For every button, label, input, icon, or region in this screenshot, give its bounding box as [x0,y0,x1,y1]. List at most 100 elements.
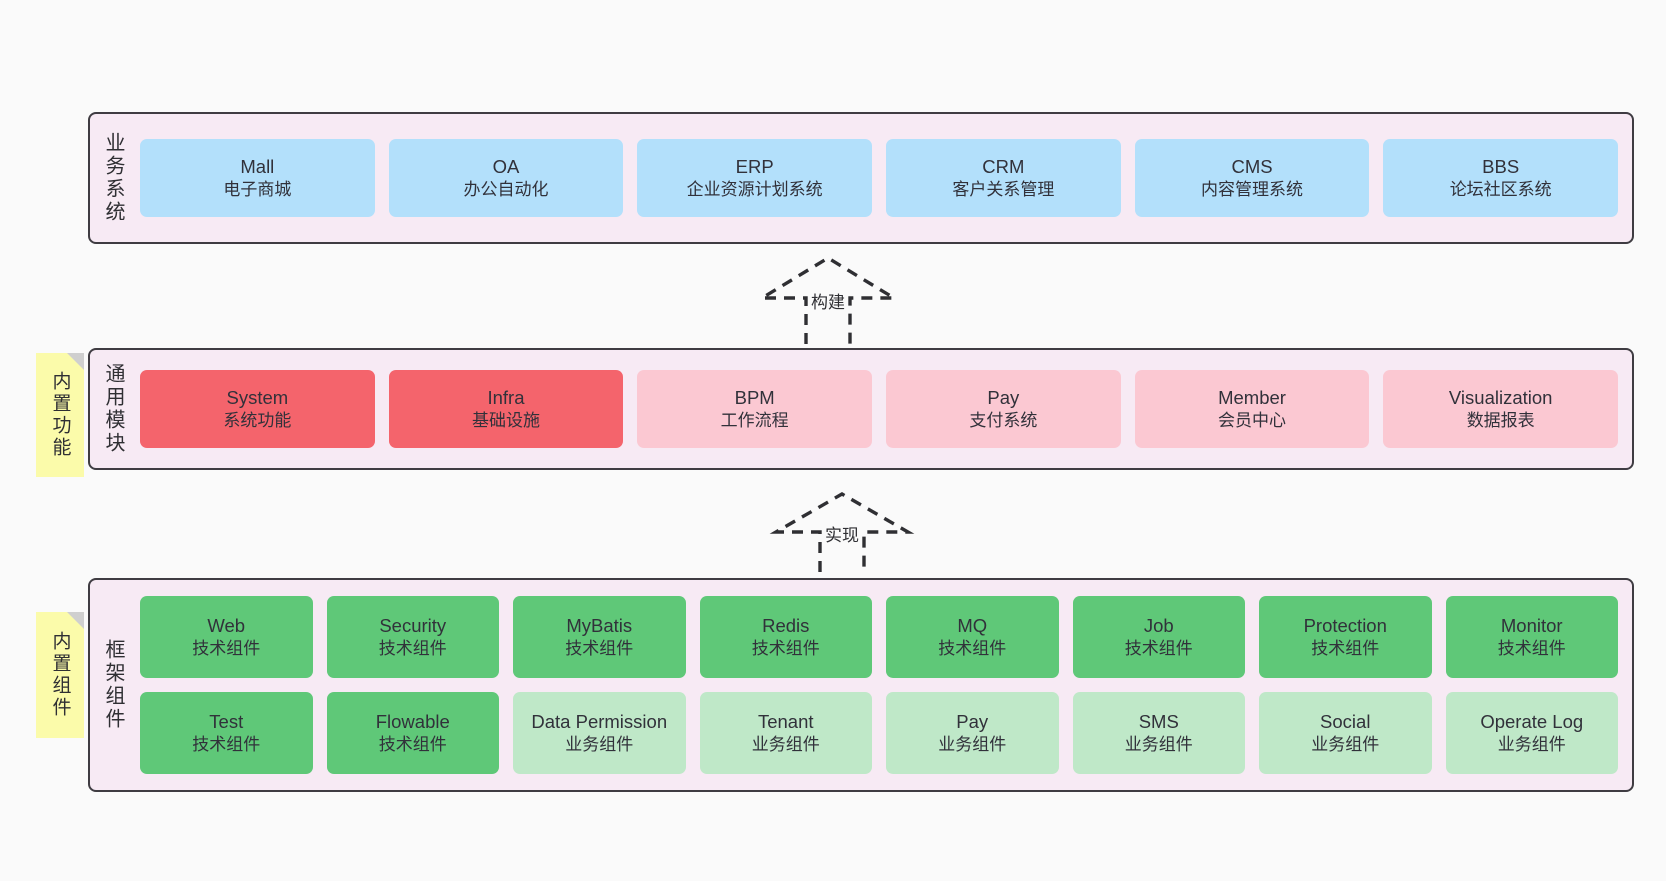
card-web-en: Web [207,615,246,637]
card-web[interactable]: Web 技术组件 [140,596,313,678]
framework-row-business: Test 技术组件 Flowable 技术组件 Data Permission … [140,692,1618,774]
card-infra-en: Infra [487,387,525,409]
card-operate-log-cn: 业务组件 [1497,734,1566,754]
card-erp-cn: 企业资源计划系统 [686,179,823,199]
connector-implement: 实现 [769,492,915,572]
card-social-cn: 业务组件 [1311,734,1380,754]
card-monitor[interactable]: Monitor 技术组件 [1445,596,1618,678]
card-monitor-cn: 技术组件 [1497,638,1566,658]
card-redis-cn: 技术组件 [751,638,820,658]
card-test[interactable]: Test 技术组件 [140,692,313,774]
layer-framework-components-title: 框架组件 [102,639,124,731]
card-job-cn: 技术组件 [1124,638,1193,658]
card-protection[interactable]: Protection 技术组件 [1259,596,1432,678]
card-mybatis-en: MyBatis [566,615,633,637]
card-cms[interactable]: CMS 内容管理系统 [1134,139,1370,217]
card-bbs-en: BBS [1482,156,1520,178]
card-mq[interactable]: MQ 技术组件 [886,596,1059,678]
framework-row-technical: Web 技术组件 Security 技术组件 MyBatis 技术组件 Redi… [140,596,1618,678]
card-sms[interactable]: SMS 业务组件 [1072,692,1245,774]
card-bbs-cn: 论坛社区系统 [1449,179,1552,199]
card-test-cn: 技术组件 [192,734,261,754]
card-data-permission-cn: 业务组件 [565,734,634,754]
card-mall-en: Mall [240,156,275,178]
card-pay-component-cn: 业务组件 [938,734,1007,754]
sticky-note-builtin-component-label: 内置组件 [49,631,71,719]
layer-framework-components: 框架组件 Web 技术组件 Security 技术组件 MyBatis 技术组件… [88,578,1634,792]
layer-business-systems-title: 业务系统 [102,132,124,224]
card-crm-en: CRM [982,156,1025,178]
connector-implement-label: 实现 [822,521,862,546]
card-security[interactable]: Security 技术组件 [326,596,499,678]
note-fold-corner-icon [67,612,84,629]
card-tenant[interactable]: Tenant 业务组件 [699,692,872,774]
card-bpm-en: BPM [734,387,775,409]
card-pay-module[interactable]: Pay 支付系统 [886,370,1121,448]
card-cms-en: CMS [1231,156,1273,178]
card-cms-cn: 内容管理系统 [1201,179,1304,199]
card-infra-cn: 基础设施 [472,410,540,430]
card-visualization-en: Visualization [1448,387,1553,409]
card-redis-en: Redis [762,615,810,637]
card-erp[interactable]: ERP 企业资源计划系统 [637,139,873,217]
sticky-note-builtin-function-label: 内置功能 [49,371,71,459]
layer-common-modules-title: 通用模块 [102,363,124,455]
card-mall[interactable]: Mall 电子商城 [140,139,375,217]
card-flowable-en: Flowable [375,711,450,733]
card-visualization[interactable]: Visualization 数据报表 [1383,370,1619,448]
card-job[interactable]: Job 技术组件 [1072,596,1245,678]
card-pay-component-en: Pay [956,711,989,733]
layer-common-modules-cards: System 系统功能 Infra 基础设施 BPM 工作流程 Pay 支付系统… [136,350,1632,468]
sticky-note-builtin-function: 内置功能 [36,353,84,477]
card-member-cn: 会员中心 [1218,410,1287,430]
note-fold-corner-icon [67,353,84,370]
card-pay-module-en: Pay [987,387,1020,409]
sticky-note-builtin-component: 内置组件 [36,612,84,738]
card-visualization-cn: 数据报表 [1466,410,1535,430]
connector-implement-arrow-icon [769,492,915,572]
card-oa-en: OA [492,156,520,178]
card-crm-cn: 客户关系管理 [952,179,1055,199]
card-data-permission-en: Data Permission [531,711,668,733]
card-social[interactable]: Social 业务组件 [1259,692,1432,774]
card-bbs[interactable]: BBS 论坛社区系统 [1383,139,1619,217]
card-mq-cn: 技术组件 [938,638,1007,658]
connector-build: 构建 [755,256,901,344]
layer-business-systems-cards: Mall 电子商城 OA 办公自动化 ERP 企业资源计划系统 CRM 客户关系… [136,114,1632,242]
connector-build-label: 构建 [808,288,848,313]
card-system-cn: 系统功能 [223,410,292,430]
card-flowable-cn: 技术组件 [378,734,447,754]
card-mall-cn: 电子商城 [223,179,292,199]
card-bpm-cn: 工作流程 [720,410,789,430]
card-operate-log-en: Operate Log [1480,711,1584,733]
card-oa[interactable]: OA 办公自动化 [388,139,624,217]
card-web-cn: 技术组件 [192,638,261,658]
card-member-en: Member [1218,387,1286,409]
card-system[interactable]: System 系统功能 [140,370,375,448]
card-mybatis-cn: 技术组件 [565,638,634,658]
card-social-en: Social [1320,711,1371,733]
card-data-permission[interactable]: Data Permission 业务组件 [513,692,686,774]
card-pay-component[interactable]: Pay 业务组件 [886,692,1059,774]
layer-framework-components-cards: Web 技术组件 Security 技术组件 MyBatis 技术组件 Redi… [136,580,1632,790]
card-bpm[interactable]: BPM 工作流程 [637,370,873,448]
card-protection-en: Protection [1303,615,1387,637]
card-tenant-en: Tenant [757,711,814,733]
card-sms-cn: 业务组件 [1124,734,1193,754]
card-security-cn: 技术组件 [378,638,447,658]
card-mq-en: MQ [957,615,988,637]
card-infra[interactable]: Infra 基础设施 [388,370,624,448]
card-crm[interactable]: CRM 客户关系管理 [886,139,1121,217]
card-pay-module-cn: 支付系统 [969,410,1038,430]
card-member[interactable]: Member 会员中心 [1134,370,1370,448]
layer-business-systems: 业务系统 Mall 电子商城 OA 办公自动化 ERP 企业资源计划系统 CRM… [88,112,1634,244]
card-protection-cn: 技术组件 [1311,638,1380,658]
layer-common-modules: 通用模块 System 系统功能 Infra 基础设施 BPM 工作流程 Pay… [88,348,1634,470]
card-flowable[interactable]: Flowable 技术组件 [326,692,499,774]
card-redis[interactable]: Redis 技术组件 [699,596,872,678]
card-operate-log[interactable]: Operate Log 业务组件 [1445,692,1618,774]
card-mybatis[interactable]: MyBatis 技术组件 [513,596,686,678]
card-sms-en: SMS [1138,711,1179,733]
card-erp-en: ERP [735,156,774,178]
